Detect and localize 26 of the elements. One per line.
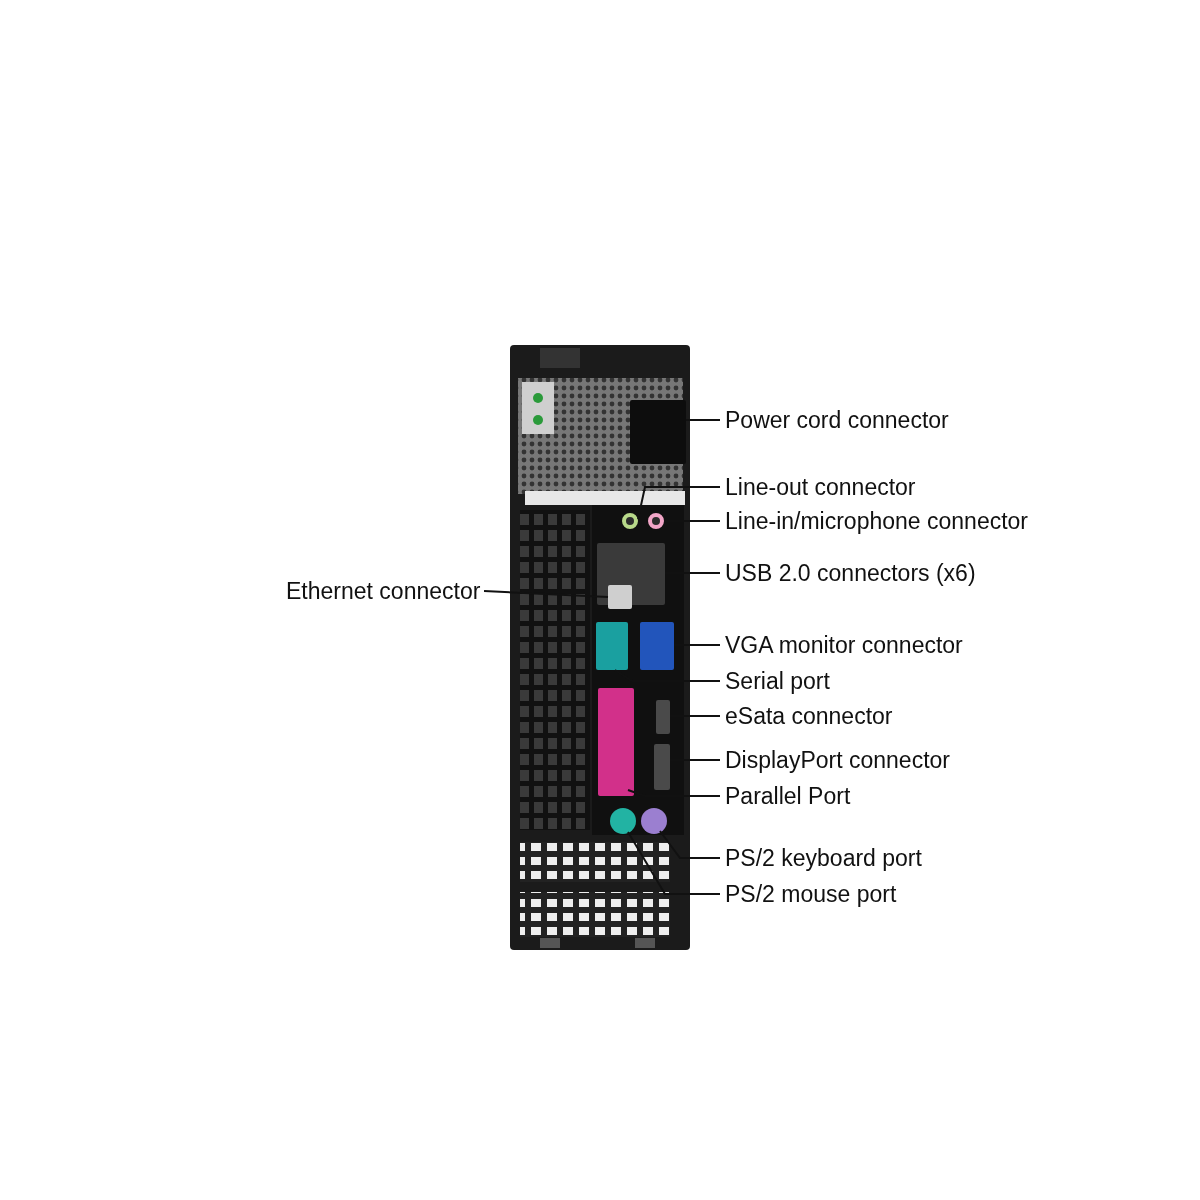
- callout-label: Serial port: [725, 667, 830, 695]
- callout-label: eSata connector: [725, 702, 893, 730]
- callout-label: Power cord connector: [725, 406, 949, 434]
- leader-line: [637, 486, 721, 520]
- callout-label: VGA monitor connector: [725, 631, 963, 659]
- callout-label: Parallel Port: [725, 782, 851, 810]
- callout-label: Line-in/microphone connector: [725, 507, 1028, 535]
- esata-port: [656, 700, 670, 734]
- leader-line: [685, 419, 721, 421]
- callout-label: Line-out connector: [725, 473, 916, 501]
- callout-label: USB 2.0 connectors (x6): [725, 559, 976, 587]
- parallel-port: [598, 688, 634, 796]
- vga-port: [640, 622, 674, 670]
- power-socket: [630, 400, 686, 464]
- ethernet-port: [608, 585, 632, 609]
- leader-line: [627, 789, 721, 797]
- callout-label: DisplayPort connector: [725, 746, 950, 774]
- callout-label: PS/2 keyboard port: [725, 844, 922, 872]
- leader-line: [483, 590, 609, 598]
- leader-line: [614, 669, 721, 682]
- leader-line: [627, 831, 721, 895]
- callout-label: Ethernet connector: [286, 577, 481, 605]
- displayport-port: [654, 744, 670, 790]
- leader-line: [659, 830, 721, 859]
- serial-port: [596, 622, 628, 670]
- callout-label: PS/2 mouse port: [725, 880, 897, 908]
